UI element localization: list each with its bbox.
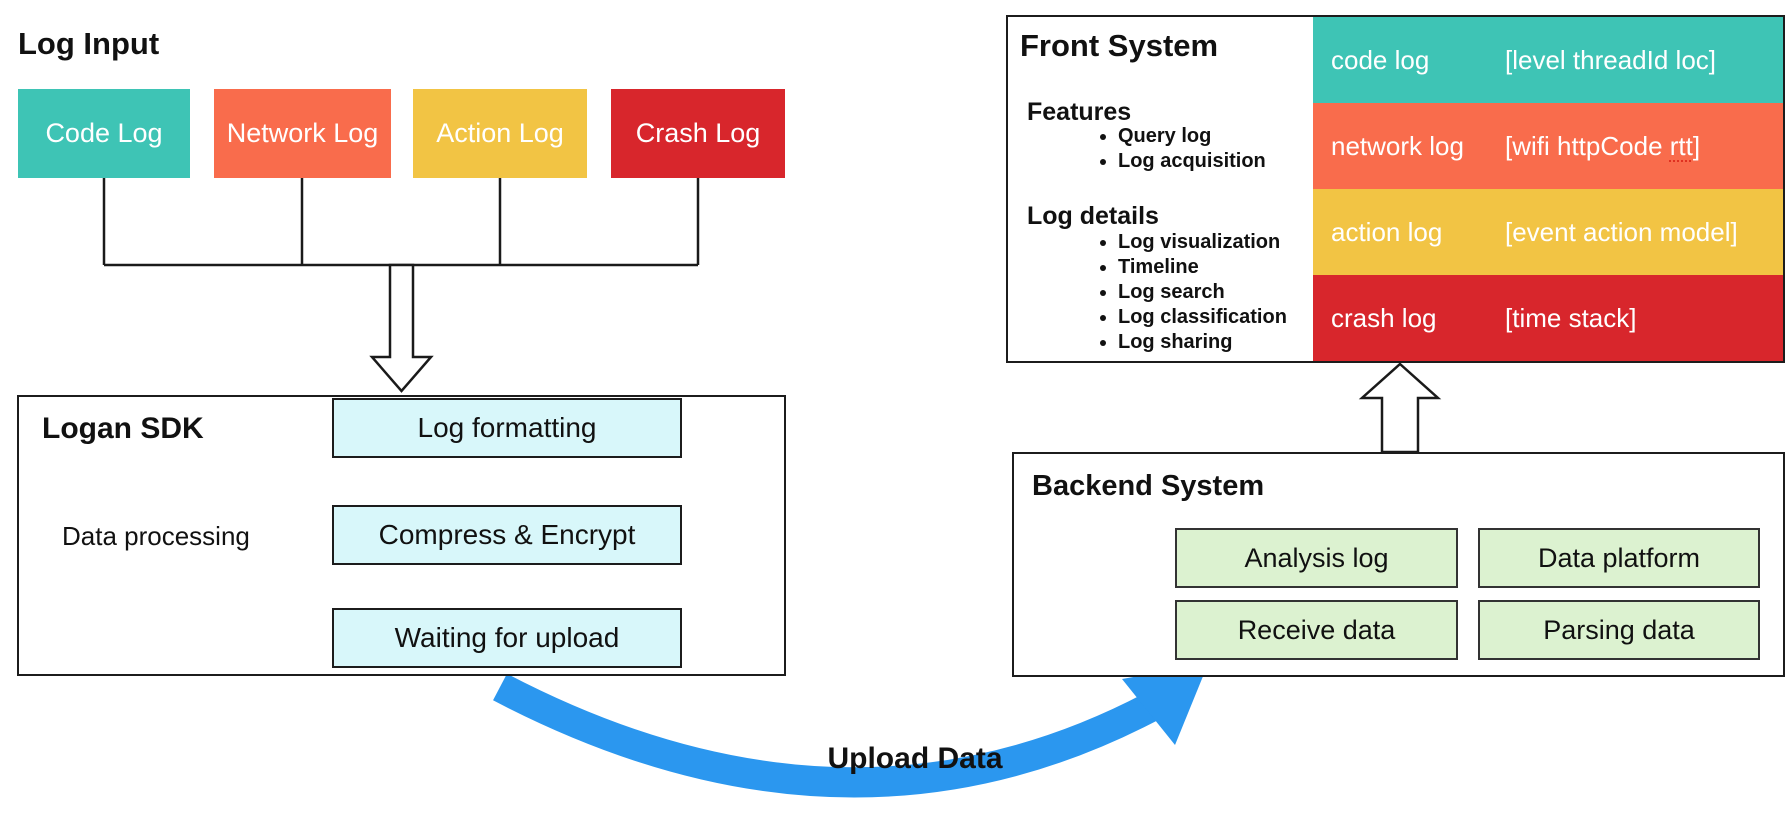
data-processing-label: Data processing [62, 521, 250, 551]
row-attrs: [event action model] [1505, 216, 1738, 247]
upload-data-label: Upload Data [827, 742, 1003, 775]
row-attrs-prefix: [wifi httpCode [1505, 130, 1670, 161]
backend-system-title: Backend System [1032, 470, 1265, 502]
step-label: Log formatting [417, 412, 597, 443]
front-system-title: Front System [1020, 28, 1219, 63]
row-code-log: code log [level threadId loc] [1313, 17, 1783, 103]
backend-box-label: Analysis log [1244, 542, 1389, 573]
log-type-rows: code log [level threadId loc] network lo… [1313, 17, 1783, 361]
log-details-heading: Log details [1027, 202, 1159, 230]
input-box-code-log: Code Log [18, 89, 190, 178]
log-detail-item: Log search [1118, 280, 1287, 305]
row-crash-log: crash log [time stack] [1313, 275, 1783, 361]
row-attrs: [time stack] [1505, 302, 1637, 333]
step-label: Waiting for upload [394, 622, 620, 653]
step-waiting-upload: Waiting for upload [332, 608, 682, 668]
upload-arrow-head [1122, 664, 1208, 745]
backend-box-parsing-data: Parsing data [1478, 600, 1760, 660]
backend-box-label: Receive data [1237, 614, 1396, 645]
backend-box-label: Parsing data [1543, 614, 1695, 645]
step-label: Compress & Encrypt [378, 519, 636, 550]
input-box-network-log: Network Log [214, 89, 391, 178]
step-log-formatting: Log formatting [332, 398, 682, 458]
log-detail-item: Timeline [1118, 255, 1287, 280]
input-box-label: Network Log [226, 118, 379, 148]
input-box-crash-log: Crash Log [611, 89, 785, 178]
row-action-log: action log [event action model] [1313, 189, 1783, 275]
input-box-action-log: Action Log [413, 89, 587, 178]
up-arrow-hollow [1358, 362, 1442, 454]
backend-box-receive-data: Receive data [1175, 600, 1458, 660]
backend-box-data-platform: Data platform [1478, 528, 1760, 588]
row-label: code log [1331, 44, 1430, 75]
log-detail-item: Log visualization [1118, 230, 1287, 255]
input-box-label: Action Log [436, 118, 564, 148]
upload-arrow-curve [493, 673, 1168, 798]
row-label: action log [1331, 216, 1443, 247]
input-box-label: Code Log [45, 118, 163, 148]
log-detail-item: Log classification [1118, 305, 1287, 330]
row-attrs-suffix: ] [1692, 130, 1701, 161]
log-input-title: Log Input [18, 26, 160, 61]
features-list: Query log Log acquisition [1098, 124, 1266, 174]
row-attrs: [wifi httpCode rtt] [1505, 131, 1700, 162]
row-label: network log [1331, 130, 1464, 161]
row-attrs-underlined-word: rtt [1669, 130, 1693, 161]
input-connector-lines [102, 178, 700, 267]
log-detail-item: Log sharing [1118, 330, 1287, 355]
step-compress-encrypt: Compress & Encrypt [332, 505, 682, 565]
feature-item: Log acquisition [1118, 149, 1266, 174]
backend-box-label: Data platform [1537, 542, 1701, 573]
log-details-list: Log visualization Timeline Log search Lo… [1098, 230, 1287, 355]
logan-sdk-title: Logan SDK [42, 412, 204, 445]
down-arrow-hollow [369, 263, 434, 393]
row-label: crash log [1331, 302, 1437, 333]
backend-box-analysis-log: Analysis log [1175, 528, 1458, 588]
feature-item: Query log [1118, 124, 1266, 149]
row-network-log: network log [wifi httpCode rtt] [1313, 103, 1783, 189]
input-box-label: Crash Log [635, 118, 761, 148]
features-heading: Features [1027, 98, 1132, 126]
row-attrs: [level threadId loc] [1505, 44, 1717, 75]
